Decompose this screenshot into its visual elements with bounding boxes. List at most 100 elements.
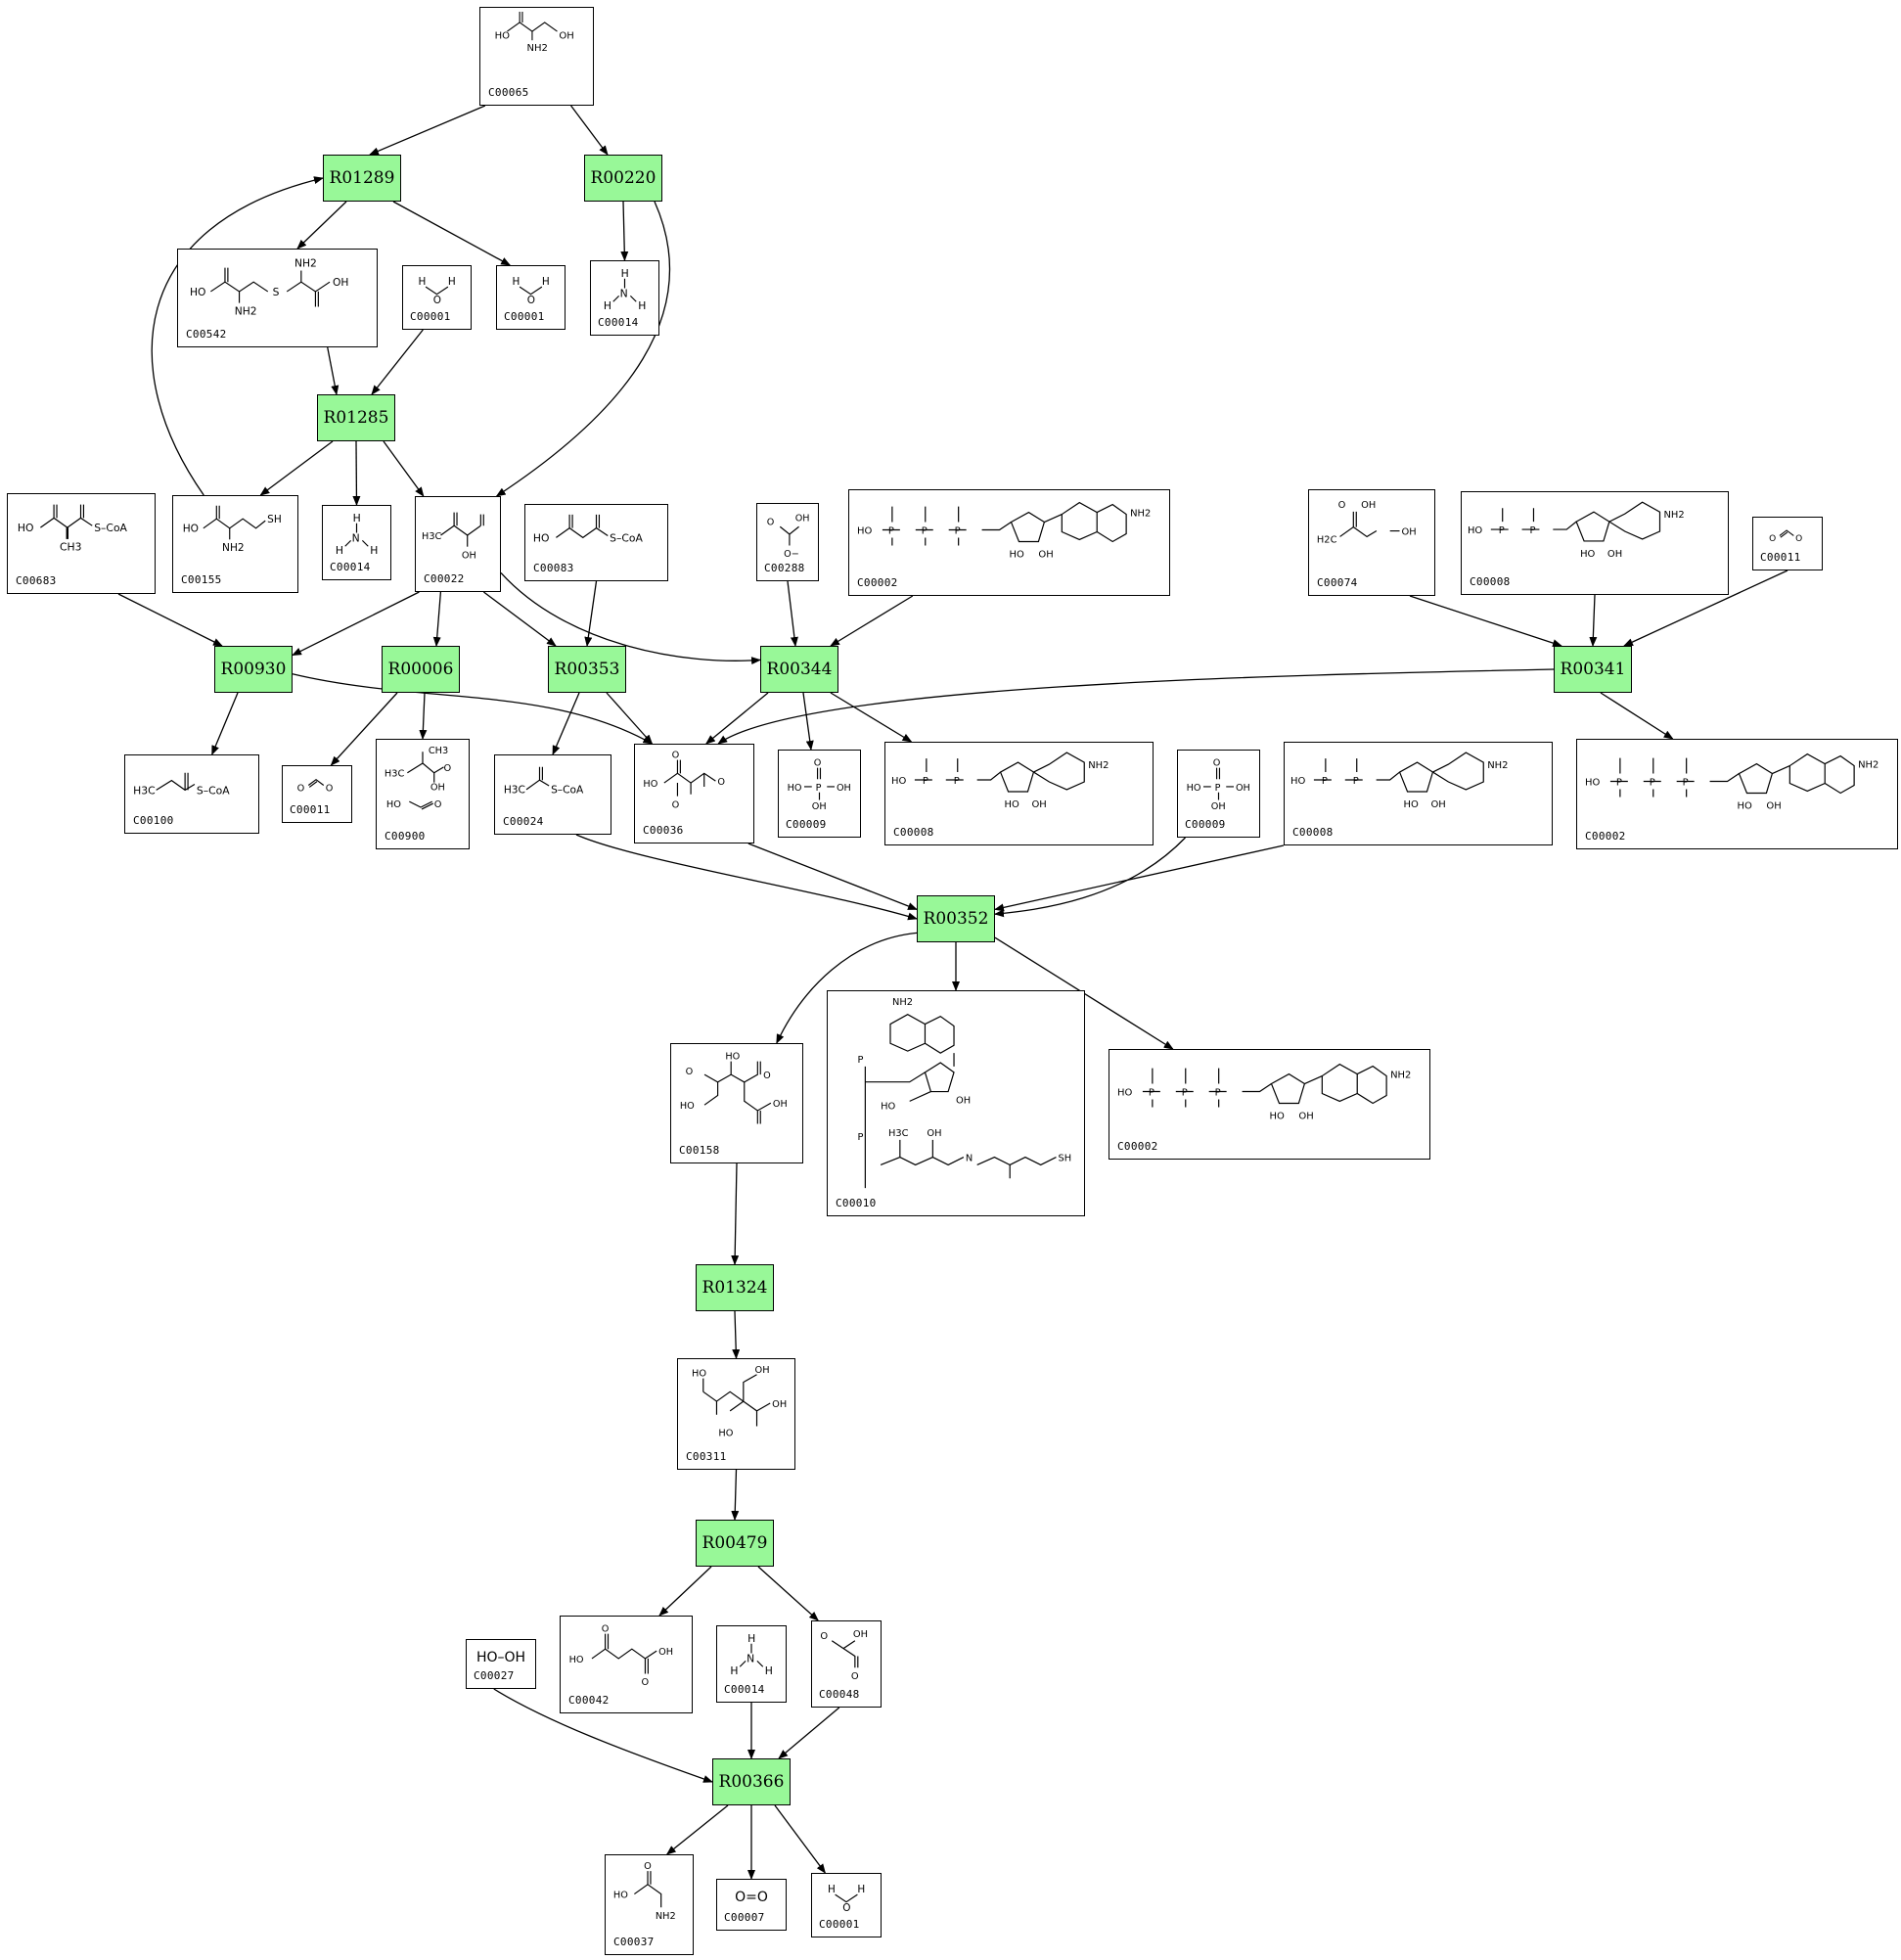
reaction-edge	[575, 834, 918, 921]
compound-c00065[interactable]: HO OH NH2 C00065	[479, 7, 594, 106]
compound-id: C00009	[786, 818, 827, 831]
reaction-r00352[interactable]: R00352	[917, 895, 995, 942]
compound-c00027[interactable]: HO–OH C00027	[466, 1639, 536, 1689]
atom-label: H	[370, 544, 378, 557]
reaction-r01324[interactable]: R01324	[696, 1264, 774, 1311]
reaction-edge	[830, 692, 913, 743]
atom-label: OH	[837, 783, 851, 794]
reaction-r00930[interactable]: R00930	[214, 646, 293, 693]
atom-label: H	[604, 299, 611, 312]
compound-id: C00001	[504, 310, 545, 323]
atom-label: O	[820, 1631, 828, 1642]
compound-id: C00158	[679, 1144, 720, 1157]
reaction-r00353[interactable]: R00353	[548, 646, 626, 693]
compound-id: C00014	[598, 316, 639, 329]
reaction-r01285[interactable]: R01285	[317, 394, 395, 441]
atom-label: O	[433, 295, 441, 306]
compound-id: C00009	[1185, 818, 1226, 831]
reaction-edge	[705, 692, 769, 745]
reaction-edge	[259, 440, 334, 496]
reaction-r01289[interactable]: R01289	[323, 155, 401, 202]
atom-label: H	[448, 276, 456, 288]
compound-c00007[interactable]: O=O C00007	[716, 1879, 787, 1931]
compound-id: C00008	[1470, 575, 1511, 588]
reaction-edge	[731, 1162, 740, 1265]
atom-label: HO	[1005, 799, 1019, 810]
atom-label: HO	[881, 1101, 895, 1112]
atom-label: HO	[18, 522, 34, 534]
atom-label: O	[1338, 500, 1346, 511]
reaction-r00366[interactable]: R00366	[712, 1758, 791, 1805]
compound-c00542[interactable]: HO NH2 S NH2 OH C00542	[177, 249, 378, 347]
atom-label: CH3	[429, 746, 448, 756]
compound-id: C00002	[1585, 830, 1626, 843]
reaction-r00344[interactable]: R00344	[760, 646, 838, 693]
reaction-edge	[552, 692, 580, 755]
atom-label: P	[922, 526, 928, 537]
atom-label: HO	[1404, 799, 1419, 810]
compound-id: C00007	[724, 1911, 765, 1924]
reaction-r00341[interactable]: R00341	[1554, 646, 1632, 693]
atom-label: OH	[658, 1647, 673, 1658]
atom-label: O	[842, 1902, 850, 1914]
reaction-edge	[296, 201, 347, 250]
reaction-r00006[interactable]: R00006	[382, 646, 460, 693]
reaction-edge	[292, 591, 420, 657]
reaction-edge	[787, 580, 798, 647]
atom-label: H3C	[133, 784, 156, 797]
atom-label: P	[857, 1055, 863, 1066]
atom-label: OH	[559, 30, 573, 41]
atom-label: O	[602, 1624, 610, 1635]
compound-id: C00037	[613, 1936, 655, 1948]
reaction-r00479[interactable]: R00479	[696, 1520, 774, 1567]
atom-label: S–CoA	[94, 522, 127, 534]
reaction-edge	[419, 692, 428, 740]
atom-label: H	[747, 1632, 755, 1645]
atom-label: P	[1530, 525, 1536, 536]
atom-label: OH	[462, 550, 476, 561]
atom-label: HO	[725, 1052, 740, 1063]
compound-id: C00022	[424, 572, 465, 585]
reaction-r00220[interactable]: R00220	[584, 155, 662, 202]
atom-label: NH2	[294, 257, 317, 270]
atom-label: H3C	[385, 769, 405, 780]
atom-label: H	[513, 276, 521, 288]
atom-label: O	[1213, 758, 1221, 769]
